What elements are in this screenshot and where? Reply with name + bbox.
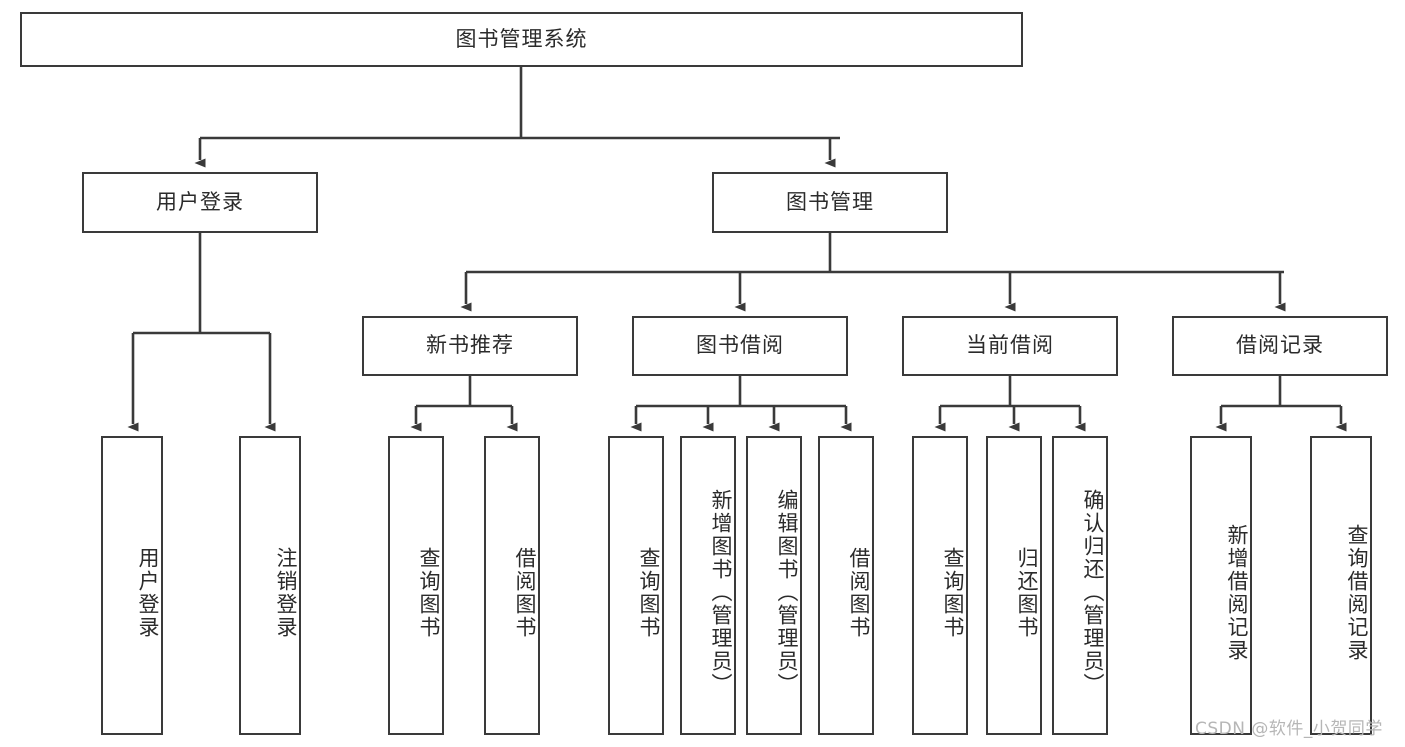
node-leaf-edit-book-label: 编辑图书（管理员） bbox=[775, 489, 799, 696]
node-current-borrow[interactable]: 当前借阅 bbox=[902, 316, 1118, 376]
node-borrow-record[interactable]: 借阅记录 bbox=[1172, 316, 1388, 376]
node-root[interactable]: 图书管理系统 bbox=[20, 12, 1023, 67]
node-leaf-query-book-2[interactable]: 查询图书 bbox=[608, 436, 664, 735]
node-leaf-logout-label: 注销登录 bbox=[274, 546, 298, 639]
node-leaf-edit-book[interactable]: 编辑图书（管理员） bbox=[746, 436, 802, 735]
node-current-borrow-label: 当前借阅 bbox=[966, 333, 1054, 358]
node-new-book-rec-label: 新书推荐 bbox=[426, 333, 514, 358]
node-leaf-query-book-1-label: 查询图书 bbox=[417, 546, 441, 639]
node-user-login[interactable]: 用户登录 bbox=[82, 172, 318, 233]
node-leaf-query-book-2-label: 查询图书 bbox=[637, 546, 661, 639]
node-root-label: 图书管理系统 bbox=[455, 26, 588, 51]
node-leaf-return-book[interactable]: 归还图书 bbox=[986, 436, 1042, 735]
node-leaf-user-login-label: 用户登录 bbox=[136, 546, 160, 639]
node-leaf-logout[interactable]: 注销登录 bbox=[239, 436, 301, 735]
node-leaf-borrow-book-1[interactable]: 借阅图书 bbox=[484, 436, 540, 735]
node-book-borrow[interactable]: 图书借阅 bbox=[632, 316, 848, 376]
node-leaf-add-record-label: 新增借阅记录 bbox=[1225, 523, 1249, 662]
node-leaf-add-record[interactable]: 新增借阅记录 bbox=[1190, 436, 1252, 735]
node-book-borrow-label: 图书借阅 bbox=[696, 333, 784, 358]
node-leaf-borrow-book-1-label: 借阅图书 bbox=[513, 546, 537, 639]
node-borrow-record-label: 借阅记录 bbox=[1236, 333, 1324, 358]
node-book-manage[interactable]: 图书管理 bbox=[712, 172, 948, 233]
node-leaf-query-record[interactable]: 查询借阅记录 bbox=[1310, 436, 1372, 735]
node-leaf-borrow-book-2-label: 借阅图书 bbox=[847, 546, 871, 639]
node-leaf-add-book[interactable]: 新增图书（管理员） bbox=[680, 436, 736, 735]
node-leaf-add-book-label: 新增图书（管理员） bbox=[709, 489, 733, 696]
node-leaf-borrow-book-2[interactable]: 借阅图书 bbox=[818, 436, 874, 735]
node-leaf-user-login[interactable]: 用户登录 bbox=[101, 436, 163, 735]
node-leaf-query-record-label: 查询借阅记录 bbox=[1345, 523, 1369, 662]
node-new-book-rec[interactable]: 新书推荐 bbox=[362, 316, 578, 376]
node-leaf-return-book-label: 归还图书 bbox=[1015, 546, 1039, 639]
node-leaf-query-book-3-label: 查询图书 bbox=[941, 546, 965, 639]
node-leaf-confirm-return-label: 确认归还（管理员） bbox=[1081, 489, 1105, 696]
node-book-manage-label: 图书管理 bbox=[786, 189, 874, 214]
node-leaf-confirm-return[interactable]: 确认归还（管理员） bbox=[1052, 436, 1108, 735]
node-leaf-query-book-1[interactable]: 查询图书 bbox=[388, 436, 444, 735]
csdn-watermark: CSDN @软件_小贺同学 bbox=[1195, 719, 1383, 739]
node-user-login-label: 用户登录 bbox=[156, 189, 244, 214]
node-leaf-query-book-3[interactable]: 查询图书 bbox=[912, 436, 968, 735]
